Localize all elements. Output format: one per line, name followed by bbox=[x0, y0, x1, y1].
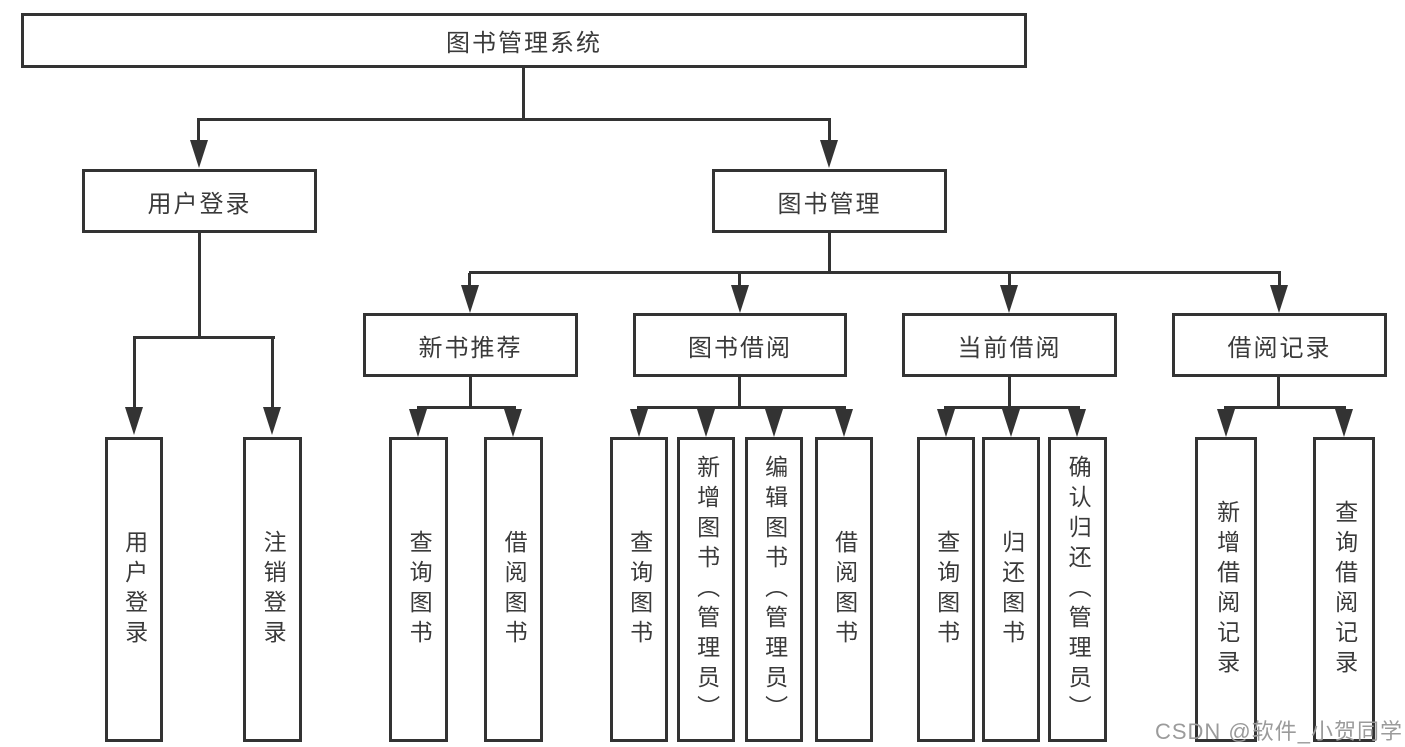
connector-stem bbox=[133, 336, 136, 407]
connector-stem bbox=[828, 118, 831, 142]
connector-root-stem bbox=[522, 68, 525, 120]
leaf-query-books-current: 查询图书 bbox=[917, 437, 975, 742]
leaf-label: 编辑图书（管理员） bbox=[761, 454, 788, 725]
leaf-user-login: 用户登录 bbox=[105, 437, 163, 742]
node-label: 借阅记录 bbox=[1227, 334, 1332, 362]
connector-distributor bbox=[469, 271, 1281, 274]
node-user-login: 用户登录 bbox=[82, 169, 317, 233]
connector-stem bbox=[197, 118, 200, 142]
connector-stem bbox=[198, 233, 201, 339]
node-borrowing-records: 借阅记录 bbox=[1172, 313, 1387, 377]
node-label: 图书借阅 bbox=[688, 334, 792, 362]
csdn-watermark: CSDN @软件_小贺同学 bbox=[1154, 719, 1403, 744]
leaf-borrow-books: 借阅图书 bbox=[815, 437, 873, 742]
node-book-borrowing: 图书借阅 bbox=[633, 313, 847, 377]
connector-stem bbox=[1277, 377, 1280, 408]
node-library-management-system: 图书管理系统 bbox=[21, 13, 1027, 68]
arrow-down-icon bbox=[1335, 409, 1353, 437]
node-label: 新书推荐 bbox=[418, 334, 523, 362]
connector-stem bbox=[828, 233, 831, 273]
leaf-label: 用户登录 bbox=[121, 529, 148, 650]
arrow-down-icon bbox=[697, 409, 715, 437]
leaf-edit-books-admin: 编辑图书（管理员） bbox=[745, 437, 803, 742]
arrow-down-icon bbox=[765, 409, 783, 437]
leaf-label: 新增借阅记录 bbox=[1213, 499, 1240, 680]
leaf-borrow-books-recommend: 借阅图书 bbox=[484, 437, 543, 742]
leaf-label: 查询图书 bbox=[933, 529, 960, 650]
arrow-down-icon bbox=[731, 285, 749, 313]
leaf-label: 查询借阅记录 bbox=[1331, 499, 1358, 680]
connector-stem bbox=[738, 377, 741, 408]
arrow-down-icon bbox=[1000, 285, 1018, 313]
arrow-down-icon bbox=[504, 409, 522, 437]
arrow-down-icon bbox=[1270, 285, 1288, 313]
node-current-borrowing: 当前借阅 bbox=[902, 313, 1117, 377]
leaf-query-books-borrowing: 查询图书 bbox=[610, 437, 668, 742]
leaf-label: 查询图书 bbox=[626, 529, 653, 650]
leaf-label: 新增图书（管理员） bbox=[693, 454, 720, 725]
arrow-down-icon bbox=[461, 285, 479, 313]
node-label: 当前借阅 bbox=[957, 334, 1062, 362]
connector-distributor bbox=[944, 406, 1080, 409]
connector-root-distributor bbox=[197, 118, 831, 121]
leaf-query-borrow-record: 查询借阅记录 bbox=[1313, 437, 1375, 742]
leaf-label: 注销登录 bbox=[260, 529, 287, 650]
leaf-label: 查询图书 bbox=[406, 529, 433, 650]
node-label: 图书管理 bbox=[777, 190, 882, 218]
leaf-return-books: 归还图书 bbox=[982, 437, 1040, 742]
leaf-label: 确认归还（管理员） bbox=[1065, 454, 1092, 725]
node-new-book-recommend: 新书推荐 bbox=[363, 313, 578, 377]
arrow-down-icon bbox=[630, 409, 648, 437]
connector-distributor bbox=[133, 336, 275, 339]
node-book-management: 图书管理 bbox=[712, 169, 947, 233]
arrow-down-icon bbox=[835, 409, 853, 437]
leaf-label: 归还图书 bbox=[998, 529, 1025, 650]
connector-distributor bbox=[637, 406, 846, 409]
connector-distributor bbox=[1224, 406, 1346, 409]
node-label: 图书管理系统 bbox=[446, 30, 602, 57]
leaf-logout: 注销登录 bbox=[243, 437, 302, 742]
leaf-label: 借阅图书 bbox=[501, 529, 528, 650]
leaf-label: 借阅图书 bbox=[831, 529, 858, 650]
arrow-down-icon bbox=[1002, 409, 1020, 437]
connector-stem bbox=[1278, 273, 1281, 287]
arrow-down-icon bbox=[1068, 409, 1086, 437]
connector-stem bbox=[271, 336, 274, 407]
arrow-down-icon bbox=[125, 407, 143, 435]
arrow-down-icon bbox=[190, 140, 208, 168]
leaf-query-books-recommend: 查询图书 bbox=[389, 437, 448, 742]
arrow-down-icon bbox=[409, 409, 427, 437]
connector-stem bbox=[738, 273, 741, 287]
arrow-down-icon bbox=[820, 140, 838, 168]
node-label: 用户登录 bbox=[147, 190, 252, 218]
leaf-add-books-admin: 新增图书（管理员） bbox=[677, 437, 735, 742]
connector-distributor bbox=[417, 406, 516, 409]
connector-stem bbox=[1008, 377, 1011, 408]
arrow-down-icon bbox=[263, 407, 281, 435]
arrow-down-icon bbox=[1217, 409, 1235, 437]
arrow-down-icon bbox=[937, 409, 955, 437]
leaf-add-borrow-record: 新增借阅记录 bbox=[1195, 437, 1257, 742]
connector-stem bbox=[469, 377, 472, 408]
connector-stem bbox=[1008, 273, 1011, 287]
leaf-confirm-return-admin: 确认归还（管理员） bbox=[1048, 437, 1107, 742]
connector-stem bbox=[468, 273, 471, 287]
